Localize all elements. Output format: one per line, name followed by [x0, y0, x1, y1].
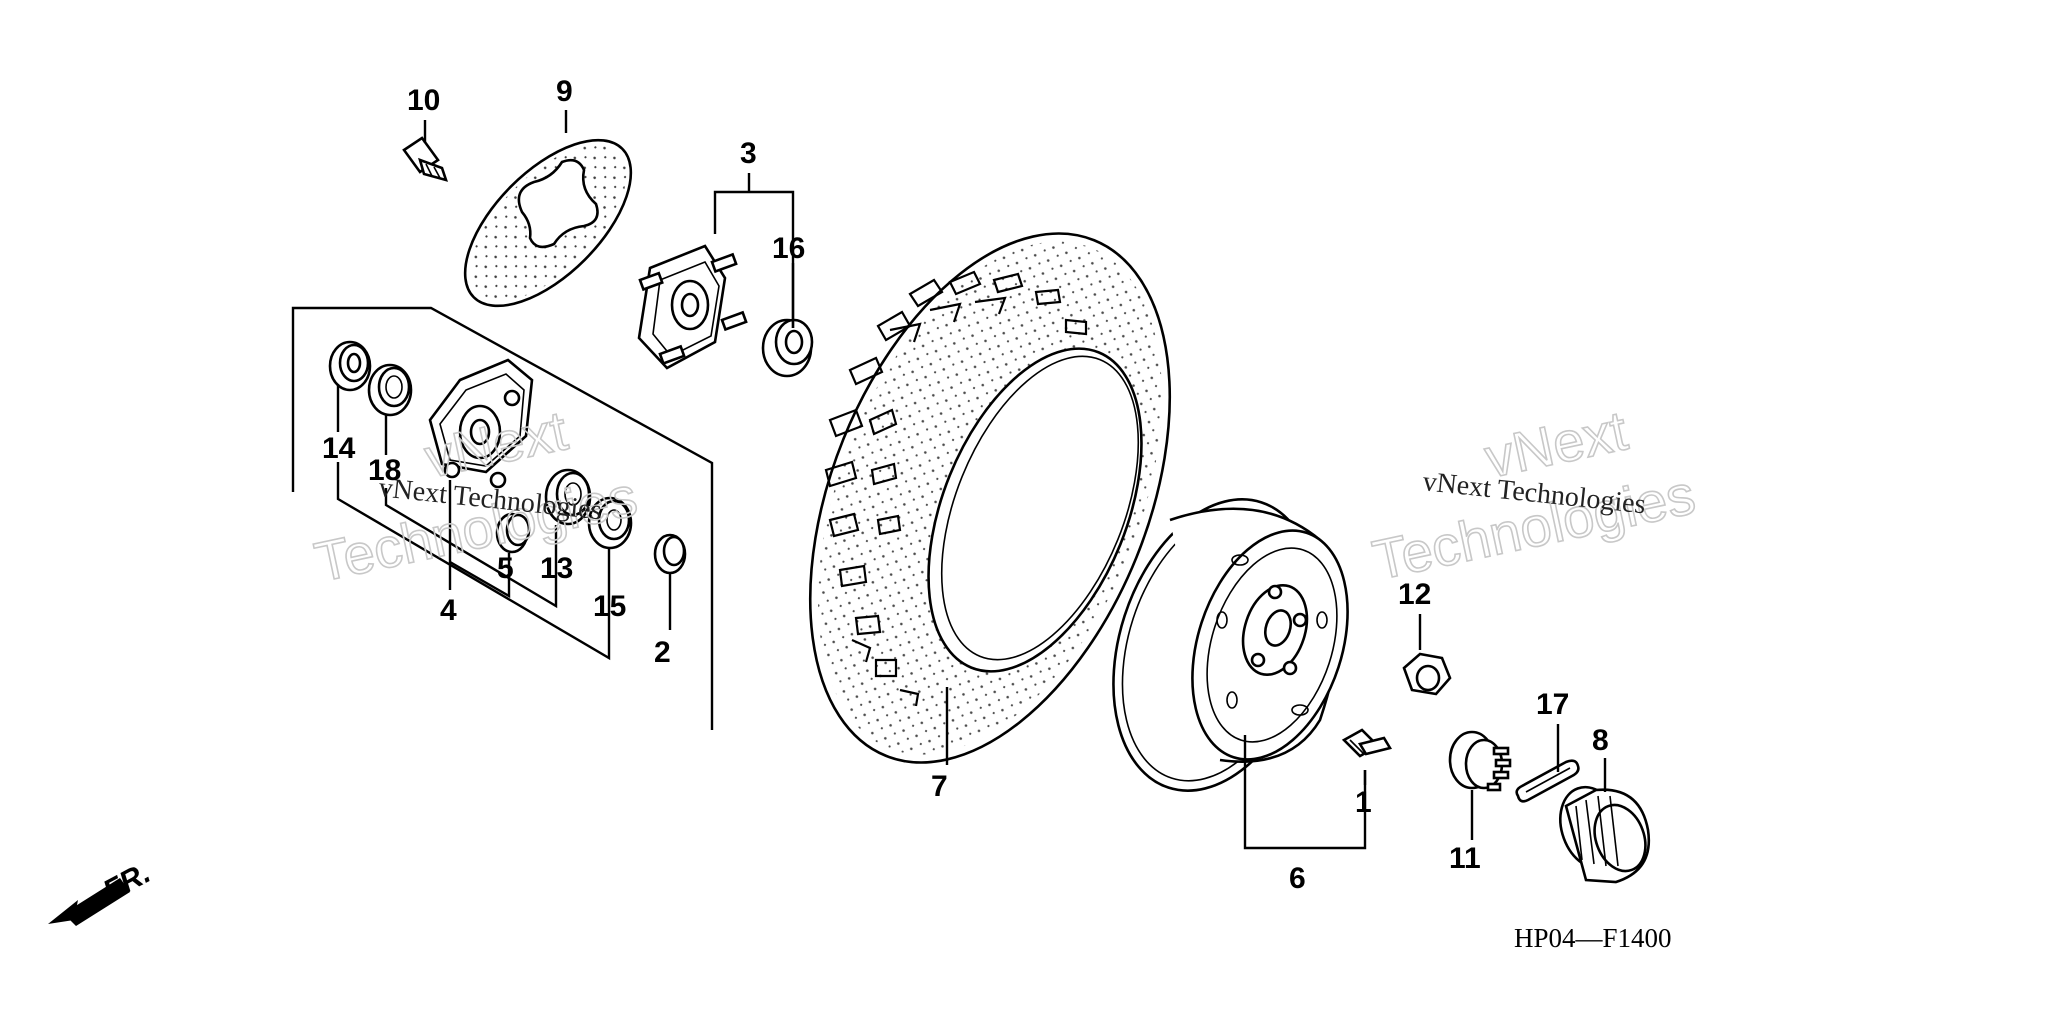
callout-6: 6 [1289, 862, 1306, 895]
part-5-collar[interactable] [495, 512, 531, 554]
callout-13: 13 [540, 552, 573, 585]
assembly-frame [291, 306, 714, 730]
callout-18: 18 [368, 454, 401, 487]
callout-11: 11 [1449, 842, 1481, 875]
callout-10: 10 [407, 84, 440, 117]
part-2-seal[interactable] [653, 533, 687, 575]
leader-lines [336, 110, 1607, 850]
callout-3: 3 [740, 137, 757, 170]
part-15-bearing[interactable] [587, 496, 633, 550]
callout-4: 4 [440, 594, 457, 627]
callout-15: 15 [593, 590, 626, 623]
part-18-bearing[interactable] [367, 363, 413, 417]
part-3-hub[interactable] [637, 244, 748, 370]
part-13-bearing[interactable] [544, 468, 592, 526]
part-17-cotter-pin[interactable] [1515, 759, 1580, 803]
callout-2: 2 [654, 636, 671, 669]
part-12-nut[interactable] [1402, 652, 1452, 696]
arrow-left-icon [48, 900, 78, 924]
part-11-nut[interactable] [1448, 730, 1512, 792]
callout-7: 7 [931, 770, 948, 803]
callouts: 10 9 3 16 14 18 5 13 15 4 2 7 1 6 12 11 … [322, 75, 1609, 895]
part-4-knuckle[interactable] [428, 358, 534, 489]
callout-8: 8 [1592, 724, 1609, 757]
callout-14: 14 [322, 432, 356, 465]
callout-9: 9 [556, 75, 573, 108]
callout-1: 1 [1355, 786, 1372, 819]
part-6-wheel-rim[interactable] [1078, 473, 1375, 817]
callout-5: 5 [497, 552, 514, 585]
part-10-bolt[interactable] [402, 136, 449, 182]
callout-17: 17 [1536, 688, 1569, 721]
callout-12: 12 [1398, 578, 1431, 611]
diagram-code: HP04—F1400 [1514, 923, 1672, 953]
part-1-valve[interactable] [1341, 728, 1393, 758]
part-9-brake-disc[interactable] [437, 112, 659, 334]
part-16-bearing[interactable] [761, 318, 814, 378]
callout-16: 16 [772, 232, 805, 265]
part-7-tire[interactable] [739, 181, 1240, 815]
part-14-seal[interactable] [328, 340, 372, 392]
part-8-hub-cap[interactable] [1549, 778, 1654, 884]
front-direction-arrow: FR. [48, 856, 156, 926]
